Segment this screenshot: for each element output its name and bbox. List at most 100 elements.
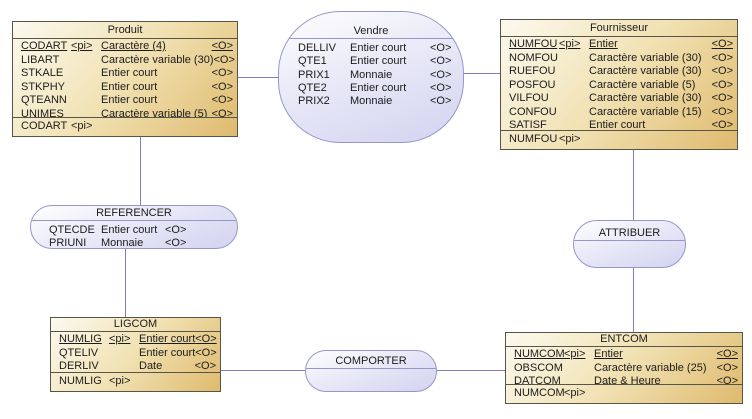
attr-domain: <O>: [430, 42, 452, 54]
entity-produit[interactable]: Produit CODART <pi> Caractère (4) <O> LI…: [12, 21, 238, 137]
relationship-line-comporter-entcom[interactable]: [437, 370, 505, 371]
attr-type: Caractère variable (30): [589, 51, 702, 64]
relationship-line-produit-referencer[interactable]: [140, 137, 141, 205]
attr-type: Entier court: [589, 119, 646, 130]
attr-type: Caractère variable (5): [101, 107, 208, 118]
attribute-row: STKPHY Entier court <O>: [21, 81, 233, 95]
attribute-row: CODART <pi> Caractère (4) <O>: [21, 40, 233, 54]
attr-pi: [559, 65, 589, 79]
entity-identifier-footer: NUMFOU <pi>: [501, 130, 737, 149]
attr-type: Entier: [594, 348, 623, 360]
footer-identifier: NUMFOU: [509, 133, 558, 145]
entity-title: ENTCOM: [506, 333, 742, 347]
attr-name: PRIX1: [298, 68, 330, 81]
attribute-row: VILFOU Caractère variable (30) <O>: [509, 92, 733, 106]
attribute-row: LIBART Caractère variable (30) <O>: [21, 53, 235, 68]
attr-type: Entier court: [139, 333, 196, 345]
entity-ligcom[interactable]: LIGCOM NUMLIG <pi> Entier court <O> QTEL…: [50, 317, 221, 392]
attr-name: RUEFOU: [509, 65, 556, 77]
attribute-row: DATCOM Date & Heure <O>: [514, 375, 738, 384]
association-vendre[interactable]: Vendre DELLIV Entier court <O> QTE1 Enti…: [278, 11, 464, 143]
relationship-line-attribuer-entcom[interactable]: [633, 268, 634, 332]
attr-pi: [71, 108, 101, 118]
attribute-row: CONFOU Caractère variable (15) <O>: [509, 106, 733, 120]
attr-domain: <O>: [711, 92, 733, 104]
attribute-row: NOMFOU Caractère variable (30) <O>: [509, 52, 733, 66]
association-title: REFERENCER: [31, 206, 237, 221]
attr-name: NUMFOU: [509, 38, 558, 50]
attr-type: Entier court: [101, 67, 158, 79]
attr-pi: <pi>: [109, 333, 131, 345]
attr-name: DATCOM: [514, 375, 561, 384]
footer-identifier: NUMLIG: [59, 375, 102, 387]
attr-domain: <O>: [195, 333, 217, 345]
attr-domain: <O>: [711, 78, 733, 91]
attr-domain: <O>: [211, 40, 233, 52]
relationship-line-produit-vendre[interactable]: [238, 77, 278, 78]
association-referencer[interactable]: REFERENCER QTECDE Entier court <O> PRIUN…: [30, 205, 238, 249]
attribute-row: QTEANN Entier court <O>: [21, 94, 233, 108]
footer-pi: <pi>: [564, 387, 586, 399]
footer-pi: <pi>: [559, 133, 581, 145]
attr-domain: <O>: [711, 51, 733, 64]
attr-pi: [109, 347, 139, 361]
attr-domain: <O>: [716, 348, 738, 360]
attr-domain: <O>: [711, 65, 733, 77]
attr-domain: <O>: [211, 107, 233, 118]
attr-domain: <O>: [211, 67, 233, 79]
attr-pi: [71, 54, 101, 68]
association-attribuer[interactable]: ATTRIBUER: [573, 220, 686, 268]
attr-domain: <O>: [213, 53, 235, 66]
attr-type: Caractère variable (30): [101, 53, 214, 66]
entity-entcom[interactable]: ENTCOM NUMCOM <pi> Entier <O> OBSCOM Car…: [505, 332, 743, 404]
attr-pi: [559, 92, 589, 106]
attr-type: Date: [139, 360, 163, 372]
attr-name: QTECDE: [49, 224, 95, 236]
attr-name: CODART: [21, 40, 68, 52]
attr-domain: <O>: [716, 361, 738, 374]
attribute-row: QTECDE Entier court <O>: [31, 224, 237, 237]
attribute-row: SATISF Entier court <O>: [509, 119, 733, 130]
attr-name: POSFOU: [509, 78, 556, 91]
entity-title: Fournisseur: [501, 20, 737, 37]
attr-pi: [559, 79, 589, 93]
attr-type: Caractère variable (15): [589, 105, 702, 118]
footer-identifier: CODART: [21, 120, 68, 132]
attr-type: Entier: [589, 38, 618, 50]
attr-type: Caractère (4): [101, 40, 166, 52]
attr-type: Monnaie: [350, 68, 393, 81]
attribute-row: QTE1 Entier court <O>: [279, 55, 463, 68]
association-attribute-list: QTECDE Entier court <O> PRIUNI Monnaie <…: [31, 221, 237, 248]
attribute-row: POSFOU Caractère variable (5) <O>: [509, 79, 733, 93]
attr-name: NUMCOM: [514, 348, 565, 360]
attribute-row: NUMFOU <pi> Entier <O>: [509, 38, 733, 52]
attr-domain: <O>: [165, 224, 187, 236]
footer-identifier: NUMCOM: [514, 387, 565, 399]
entity-fournisseur[interactable]: Fournisseur NUMFOU <pi> Entier <O> NOMFO…: [500, 19, 738, 150]
entity-title: LIGCOM: [51, 318, 220, 332]
association-comporter[interactable]: COMPORTER: [305, 350, 437, 392]
attribute-row: PRIX2 Monnaie <O>: [279, 95, 463, 108]
attr-domain: <O>: [430, 81, 452, 94]
attr-type: Caractère variable (30): [589, 92, 702, 104]
relationship-line-fournisseur-attribuer[interactable]: [633, 150, 634, 220]
relationship-line-vendre-fournisseur[interactable]: [464, 73, 500, 74]
attr-name: QTELIV: [59, 346, 99, 359]
attr-pi: [559, 106, 589, 120]
attribute-row: DERLIV Date <O>: [59, 360, 216, 372]
attr-name: PRIX2: [298, 95, 330, 108]
attr-name: STKALE: [21, 67, 64, 79]
entity-identifier-footer: NUMLIG <pi>: [51, 372, 220, 391]
relationship-line-ligcom-comporter[interactable]: [221, 370, 305, 371]
entity-identifier-footer: CODART <pi>: [13, 117, 237, 136]
attr-pi: <pi>: [564, 348, 586, 360]
attr-domain: <O>: [711, 105, 733, 118]
attr-type: Entier court: [350, 55, 407, 68]
attr-domain: <O>: [430, 68, 452, 81]
attr-pi: [71, 94, 101, 108]
relationship-line-referencer-ligcom[interactable]: [125, 249, 126, 317]
attr-pi: <pi>: [559, 38, 581, 50]
attr-name: VILFOU: [509, 92, 549, 104]
entity-attribute-list: NUMLIG <pi> Entier court <O> QTELIV Enti…: [51, 332, 220, 372]
